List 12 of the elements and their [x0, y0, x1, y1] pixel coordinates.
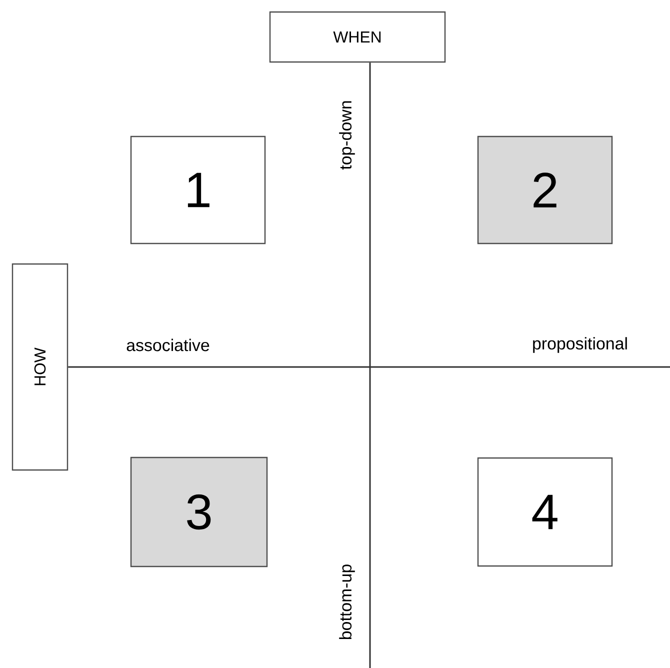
axis-label: propositional — [533, 337, 627, 353]
axis-line — [68, 366, 670, 368]
label-box: HOW — [12, 263, 68, 471]
quadrant-box: 4 — [477, 457, 613, 567]
label-box: WHEN — [269, 11, 446, 63]
axis-label: bottom-up — [339, 564, 355, 640]
quadrant-box: 3 — [130, 456, 268, 568]
axis-label: associative — [126, 338, 210, 352]
quadrant-box: 1 — [130, 136, 266, 244]
axis-label: top-down — [339, 101, 355, 170]
axis-line — [369, 62, 371, 668]
quadrant-box: 2 — [477, 136, 613, 244]
